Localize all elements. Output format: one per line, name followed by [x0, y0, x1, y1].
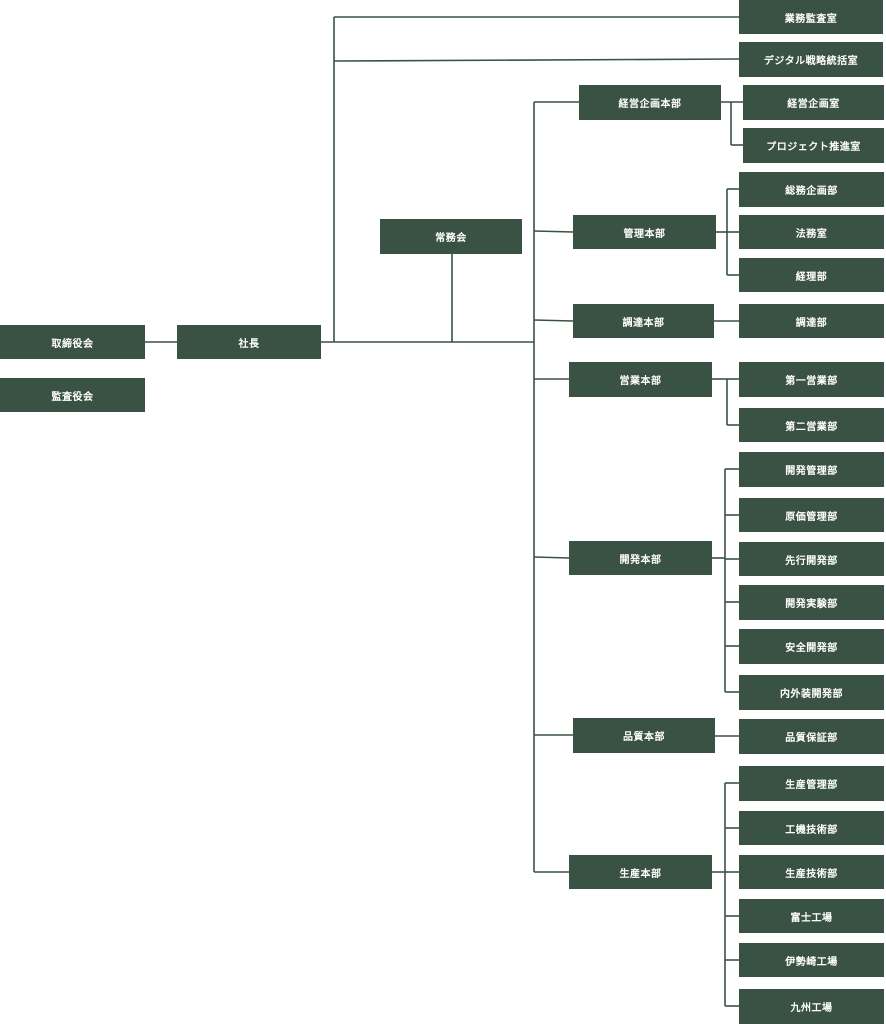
- unit-box: 経営企画室: [743, 85, 884, 120]
- unit-box: 総務企画部: [739, 172, 884, 207]
- unit-box: 開発実験部: [739, 585, 884, 620]
- division-sales: 営業本部: [569, 362, 712, 397]
- audit-office-box: 業務監査室: [739, 0, 883, 34]
- unit-box: 安全開発部: [739, 629, 884, 664]
- unit-box: 原価管理部: [739, 498, 884, 532]
- division-quality: 品質本部: [573, 718, 715, 753]
- division-production: 生産本部: [569, 855, 712, 889]
- board-of-auditors-box: 監査役会: [0, 378, 145, 412]
- unit-box: 生産技術部: [739, 855, 884, 889]
- division-administration: 管理本部: [573, 215, 716, 249]
- unit-box: 開発管理部: [739, 452, 884, 487]
- division-procurement: 調達本部: [573, 304, 714, 338]
- unit-box: 先行開発部: [739, 542, 884, 576]
- unit-box: 内外装開発部: [739, 675, 884, 710]
- unit-box: 品質保証部: [739, 719, 884, 754]
- executive-committee-box: 常務会: [380, 219, 522, 254]
- unit-box: 伊勢崎工場: [739, 943, 884, 977]
- digital-strategy-office-box: デジタル戦略統括室: [739, 42, 883, 77]
- unit-box: 九州工場: [739, 989, 884, 1024]
- board-of-directors-box: 取締役会: [0, 325, 145, 359]
- unit-box: 第一営業部: [739, 362, 884, 397]
- unit-box: プロジェクト推進室: [743, 128, 884, 163]
- unit-box: 富士工場: [739, 899, 884, 933]
- division-corporate-planning: 経営企画本部: [579, 85, 721, 120]
- unit-box: 調達部: [739, 304, 884, 338]
- unit-box: 工機技術部: [739, 811, 884, 845]
- unit-box: 第二営業部: [739, 408, 884, 442]
- division-development: 開発本部: [569, 541, 712, 575]
- unit-box: 法務室: [739, 215, 884, 249]
- president-box: 社長: [177, 325, 321, 359]
- unit-box: 経理部: [739, 258, 884, 292]
- unit-box: 生産管理部: [739, 766, 884, 801]
